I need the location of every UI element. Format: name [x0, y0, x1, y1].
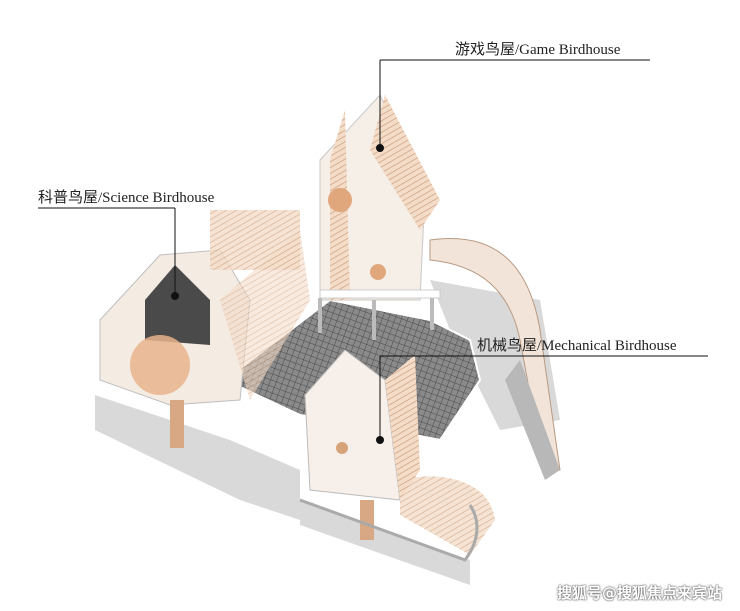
mechanical-birdhouse-label: 机械鸟屋/Mechanical Birdhouse	[477, 338, 677, 354]
watermark: 搜狐号@搜狐焦点来宾站	[556, 584, 722, 602]
game-birdhouse-label: 游戏鸟屋/Game Birdhouse	[455, 42, 621, 58]
slide	[429, 238, 561, 480]
mechanical-birdhouse	[170, 349, 495, 562]
science-birdhouse-label: 科普鸟屋/Science Birdhouse	[38, 190, 215, 206]
game-birdhouse	[318, 94, 441, 340]
science-birdhouse	[99, 210, 310, 406]
leader-lines	[38, 59, 708, 444]
